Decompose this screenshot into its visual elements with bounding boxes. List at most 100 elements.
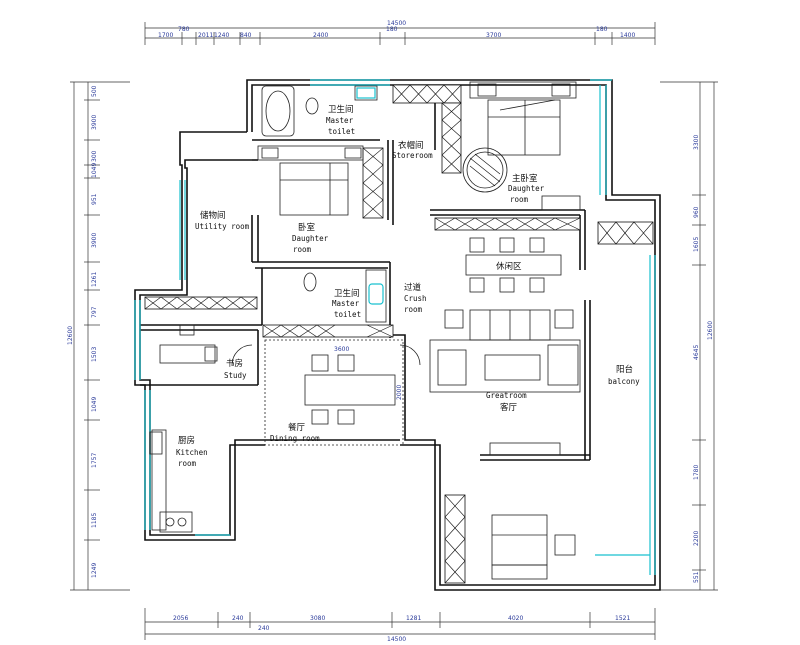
left-dim-12: 1185 [91, 513, 98, 528]
dining-en: Dining room [270, 434, 320, 443]
crush-room-en1: Crush [404, 294, 427, 303]
furniture [149, 81, 581, 580]
wardrobe-storeroom-left [362, 147, 384, 219]
bottom-dim-2: 240 [232, 615, 244, 622]
master-toilet-top-en2: toilet [328, 127, 355, 136]
left-dim-3: 300 [91, 150, 98, 162]
master-toilet-mid-en2: toilet [334, 310, 361, 319]
windows [134, 79, 656, 575]
kitchen-en2: room [178, 459, 197, 468]
dining-depth-dim: 2000 [396, 385, 403, 400]
left-dim-13: 1249 [91, 563, 98, 578]
right-dim-1: 3300 [693, 135, 700, 150]
sink-top [354, 85, 378, 101]
toilet-mid [303, 272, 317, 292]
bathtub-basin [265, 90, 291, 132]
kitchen-counter [151, 429, 167, 531]
top-dim-4: 1240 [214, 32, 229, 39]
bottom-dim-7: 1521 [615, 615, 630, 622]
bottom-dim-4: 240 [258, 625, 270, 632]
dining-cn: 餐厅 [288, 423, 306, 433]
top-dim-8: 3700 [486, 32, 501, 39]
left-dim-1: 500 [91, 85, 98, 97]
top-dim-7: 180 [386, 26, 398, 33]
bottom-dimensions: 2056 240 3080 240 1281 4020 1521 14500 [144, 608, 656, 643]
utility-cn: 储物间 [200, 210, 226, 221]
left-dim-8: 797 [91, 306, 98, 318]
master-toilet-top-en1: Master [326, 116, 354, 125]
sink-master [541, 195, 581, 211]
tv-cabinet [489, 442, 561, 456]
bottom-dim-5: 1281 [406, 615, 421, 622]
left-dim-5: 951 [91, 193, 98, 205]
left-dim-10: 1049 [91, 397, 98, 412]
kitchen-sink [149, 431, 163, 455]
wardrobe-bottom-bedroom [444, 494, 466, 584]
top-dim-9: 180 [596, 26, 608, 33]
master-toilet-mid-en1: Master [332, 299, 360, 308]
top-dim-5: 840 [240, 32, 252, 39]
wardrobe-leisure [434, 217, 581, 231]
crush-room-cn: 过道 [404, 282, 422, 293]
bottom-total-dim: 14500 [387, 636, 406, 643]
bottom-dim-6: 4020 [508, 615, 523, 622]
right-dim-6: 2200 [693, 531, 700, 546]
study-desk [159, 344, 216, 364]
left-dim-2: 3900 [91, 115, 98, 130]
right-dim-4: 4645 [693, 345, 700, 360]
master-bed [469, 81, 577, 156]
leisure-table-set [465, 237, 562, 293]
left-dim-11: 1757 [91, 453, 98, 468]
kitchen-cn: 厨房 [178, 435, 195, 446]
left-dimensions: 12600 500 3900 300 1049 951 3900 1261 79… [67, 81, 130, 591]
left-dim-9: 1503 [91, 347, 98, 362]
shower-mid [365, 269, 387, 323]
left-dim-7: 1261 [91, 272, 98, 287]
top-total-dim: 14500 [387, 20, 406, 27]
bathtub [261, 85, 295, 137]
bottom-bed [491, 514, 576, 580]
right-dim-2: 960 [693, 206, 700, 218]
master-toilet-top-cn: 卫生间 [328, 104, 354, 115]
daughter-bed [257, 145, 364, 216]
left-dim-6: 3900 [91, 233, 98, 248]
daughter-room-en2: room [293, 245, 312, 254]
dining-table-set [264, 339, 404, 446]
wardrobe-balcony [597, 221, 654, 245]
right-dim-7: 551 [693, 571, 700, 583]
master-bedroom-en1: Daughter [508, 184, 545, 193]
master-bedroom-en2: room [510, 195, 529, 204]
toilet-top [305, 97, 319, 115]
left-dim-4: 1049 [91, 163, 98, 178]
top-dim-10: 1400 [620, 32, 635, 39]
bottom-dim-1: 2056 [173, 615, 188, 622]
balcony-en: balcony [608, 377, 640, 386]
top-dim-1: 1700 [158, 32, 173, 39]
storeroom-en: Storeroom [392, 151, 433, 160]
kitchen-en1: Kitchen [176, 448, 208, 457]
top-dimensions: 14500 1700 780 2011 1240 840 2400 180 37… [144, 20, 656, 45]
right-dim-5: 1780 [693, 465, 700, 480]
wardrobes [144, 84, 654, 584]
daughter-room-cn: 卧室 [298, 222, 316, 233]
greatroom-cn: 客厅 [500, 402, 518, 413]
kitchen-stove [159, 511, 193, 533]
right-dimensions: 12600 3300 960 1605 4645 1780 2200 551 [660, 81, 718, 591]
greatroom-en: Greatroom [486, 391, 527, 400]
master-toilet-mid-cn: 卫生间 [334, 288, 360, 299]
balcony-cn: 阳台 [616, 364, 633, 375]
wardrobe-storeroom-right [441, 102, 462, 174]
leisure-cn: 休闲区 [496, 261, 522, 272]
right-total-dim: 12600 [707, 321, 714, 340]
daughter-room-en1: Daughter [292, 234, 329, 243]
top-dim-2: 780 [178, 26, 190, 33]
bottom-dim-3: 3080 [310, 615, 325, 622]
room-labels: 卫生间 Master toilet 衣帽间 Storeroom 主卧室 Daug… [176, 104, 640, 468]
dining-width-dim: 3600 [334, 346, 349, 353]
left-total-dim: 12600 [67, 326, 74, 345]
wardrobe-hall [262, 324, 394, 338]
utility-en: Utility room [195, 222, 250, 231]
sofa-set [429, 309, 581, 393]
master-bedroom-cn: 主卧室 [512, 173, 538, 184]
